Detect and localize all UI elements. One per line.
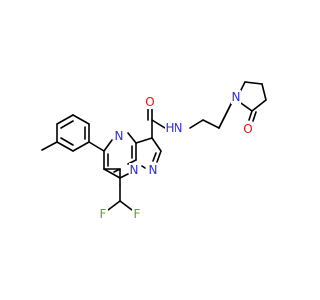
bond [151, 137, 162, 152]
bond [202, 119, 220, 129]
molecule-structure-diagram: O N H N N O N N F F [41, 81, 267, 221]
atom-label-background [243, 122, 253, 136]
bond [248, 110, 253, 121]
bond [218, 101, 233, 129]
atom-label-background [173, 121, 183, 135]
bond [252, 111, 257, 122]
bond [72, 141, 90, 152]
atom-label-nitrogen-pyrazole: N [149, 163, 158, 177]
atom-label-background [129, 163, 139, 177]
bond [244, 81, 263, 85]
bonds [41, 81, 267, 211]
atom-label-nitrogen-amide: N [174, 121, 183, 135]
atom-label-background [145, 95, 155, 109]
atom-label-oxygen-lactam: O [243, 122, 252, 136]
atom-label-nitrogen-pyrimidine: N [115, 129, 124, 143]
bond [60, 120, 74, 129]
bond [56, 141, 74, 152]
bond [60, 137, 74, 146]
bond [103, 168, 121, 179]
bond [88, 141, 105, 152]
atom-label-background [132, 207, 142, 221]
bond [189, 119, 204, 129]
bond [56, 114, 74, 125]
bond [141, 165, 146, 169]
atom-label-background [114, 129, 124, 143]
bond [135, 137, 153, 144]
bond [151, 119, 166, 129]
atom-label-nitrogen-pyrrolidinone: N [232, 90, 241, 104]
atom-label-nitrogen-bridge: N [130, 163, 139, 177]
atom-label-hydrogen-amide: H [165, 121, 174, 135]
bond [119, 200, 133, 211]
bond [251, 99, 267, 112]
atom-label-background [231, 90, 241, 104]
bond [152, 152, 157, 162]
atom-label-oxygen-amide: O [145, 95, 154, 109]
atom-label-fluorine-right: F [134, 207, 141, 221]
bond [107, 200, 121, 211]
atom-label-background [165, 121, 175, 135]
atom-label-background [98, 207, 108, 221]
bond [119, 173, 129, 179]
bond [261, 83, 267, 101]
bond [72, 114, 90, 125]
atom-labels: O N H N N O N N F F [98, 90, 253, 221]
bond [127, 132, 137, 144]
bond [103, 139, 113, 152]
bond [41, 141, 58, 151]
atom-label-fluorine-left: F [100, 207, 107, 221]
bond [156, 150, 162, 163]
atom-label-background [148, 163, 158, 177]
